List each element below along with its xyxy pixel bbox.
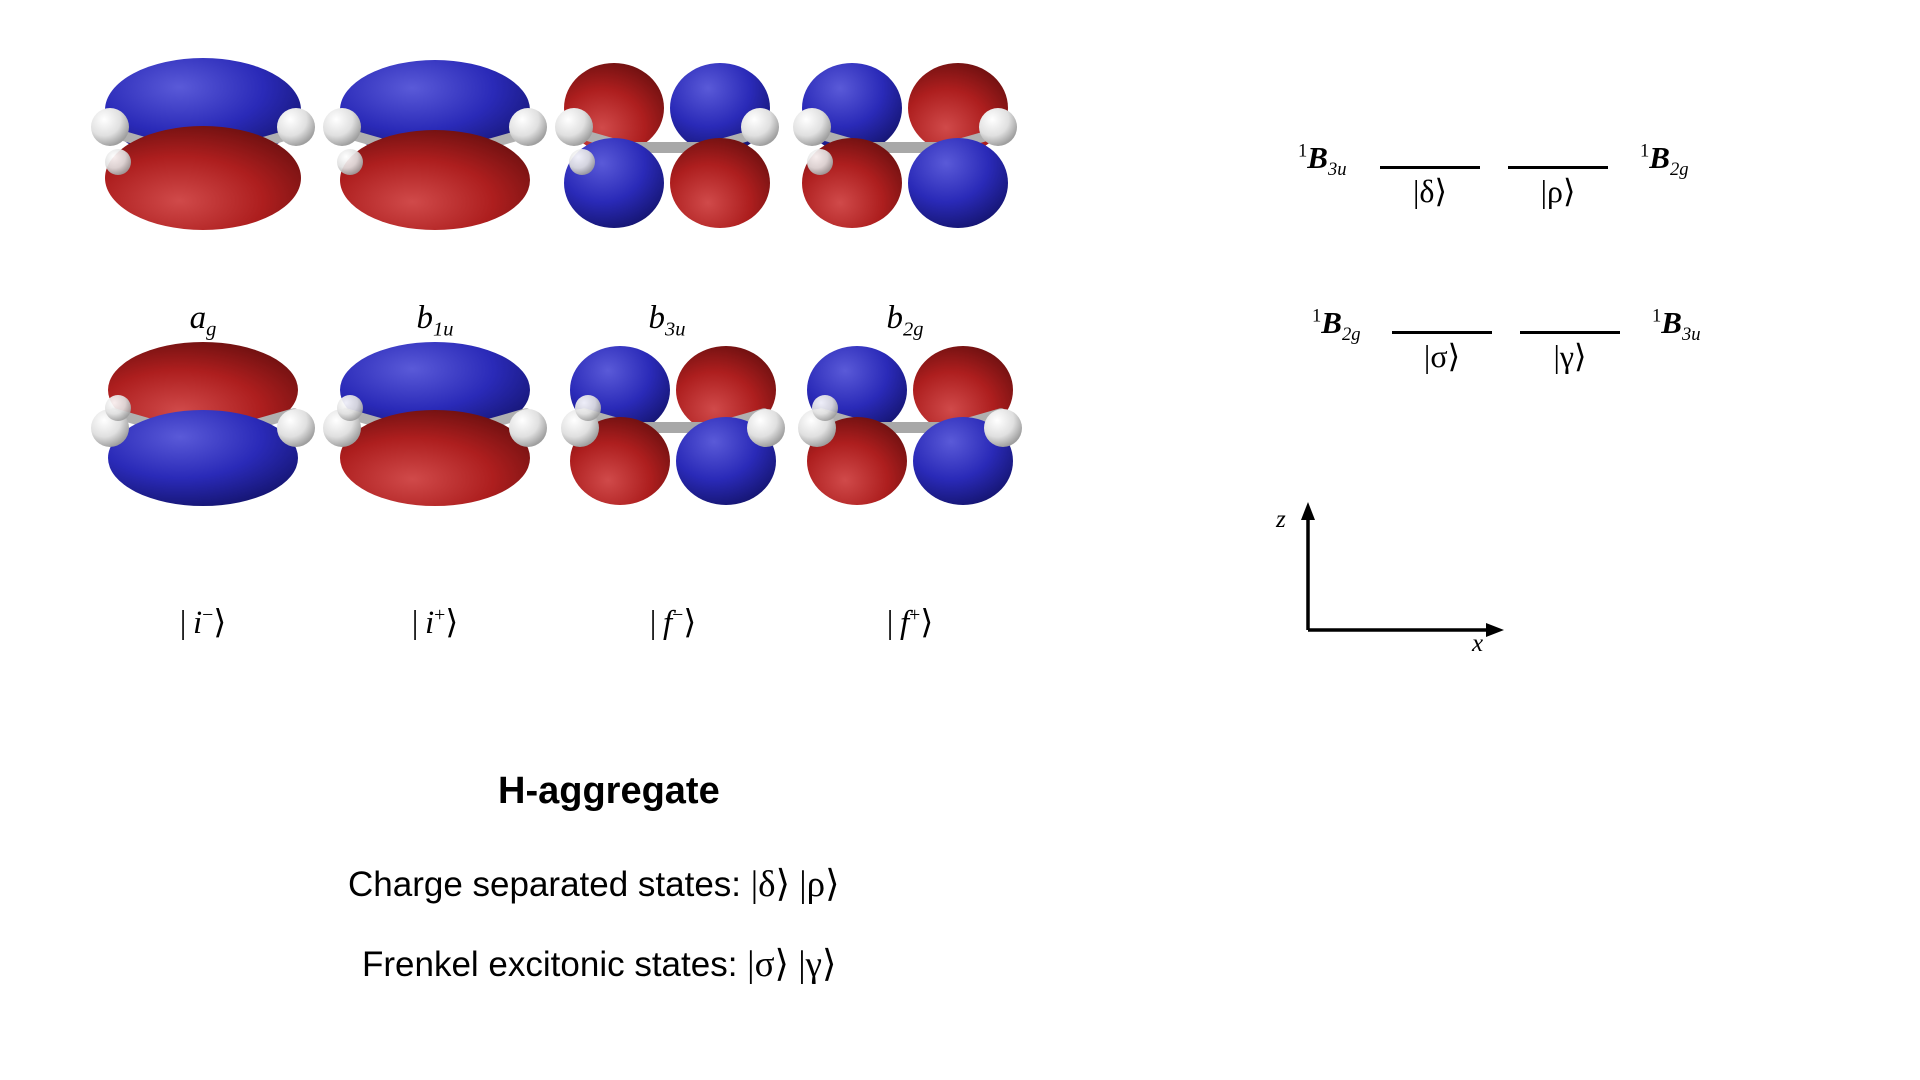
axis-indicator: z x — [1276, 490, 1530, 657]
ket-i-minus-letter: i — [193, 605, 203, 641]
ket-f-minus-letter: f — [663, 605, 673, 641]
term-lower-right-sup: 1 — [1652, 305, 1662, 327]
term-upper-left-sup: 1 — [1298, 140, 1308, 162]
orbital-label-b2g-letter: b — [886, 300, 904, 336]
orbital-b3u — [552, 38, 782, 238]
ket-i-plus-letter: i — [425, 605, 435, 641]
term-lower-left-letter: B — [1321, 305, 1342, 340]
energy-ket-rho: |ρ⟩ — [1540, 173, 1576, 209]
orbital-label-b1u: b1u — [315, 300, 555, 342]
orbital-label-b3u-letter: b — [648, 300, 666, 336]
orbital-label-ag-sub: g — [206, 318, 217, 341]
ket-i-plus: | i+⟩ — [411, 604, 459, 641]
orbital-label-b3u: b3u — [547, 300, 787, 342]
orbital-label-i-minus: | i−⟩ — [83, 602, 323, 642]
orbital-label-b2g: b2g — [785, 300, 1025, 342]
orbital-label-i-plus: | i+⟩ — [315, 602, 555, 642]
orbital-label-f-plus: | f+⟩ — [790, 602, 1030, 642]
term-upper-right-letter: B — [1649, 140, 1670, 175]
legend-charge-separated-kets: |δ⟩ |ρ⟩ — [750, 864, 840, 905]
legend-charge-separated: Charge separated states: |δ⟩ |ρ⟩ — [348, 862, 840, 906]
orbital-label-ag-letter: a — [189, 300, 207, 336]
legend-charge-separated-text: Charge separated states: — [348, 865, 742, 904]
aggregate-title: H-aggregate — [498, 770, 720, 812]
term-lower-right-letter: B — [1661, 305, 1682, 340]
term-lower-right-sub: 3u — [1681, 324, 1701, 346]
ket-i-minus: | i−⟩ — [179, 604, 227, 641]
energy-ket-sigma: |σ⟩ — [1423, 338, 1461, 374]
legend-frenkel-excitonic-text: Frenkel excitonic states: — [362, 945, 738, 984]
legend-frenkel-excitonic-kets: |σ⟩ |γ⟩ — [747, 944, 837, 985]
orbital-label-f-minus: | f−⟩ — [553, 602, 793, 642]
energy-term-upper-right: 1B2g — [1640, 140, 1689, 181]
ket-f-plus-sign: + — [909, 604, 921, 626]
orbital-label-b2g-sub: 2g — [903, 318, 924, 341]
term-upper-right-sup: 1 — [1640, 140, 1650, 162]
axis-label-x: x — [1472, 630, 1484, 657]
orbital-b2g — [790, 38, 1020, 238]
term-upper-left-letter: B — [1307, 140, 1328, 175]
orbital-f-minus — [558, 328, 788, 528]
orbital-b1u — [320, 38, 550, 238]
axis-label-z: z — [1276, 506, 1286, 533]
orbital-i-minus — [88, 328, 318, 528]
ket-f-minus-sign: − — [672, 604, 684, 626]
energy-ket-gamma: |γ⟩ — [1553, 338, 1587, 374]
term-lower-left-sup: 1 — [1312, 305, 1322, 327]
energy-ket-delta: |δ⟩ — [1413, 173, 1447, 209]
orbital-ag — [88, 38, 318, 238]
orbital-f-plus — [795, 328, 1025, 528]
orbital-label-ag: ag — [83, 300, 323, 342]
energy-term-lower-left: 1B2g — [1312, 305, 1361, 346]
ket-f-plus-letter: f — [900, 605, 910, 641]
energy-level-line-delta — [1380, 166, 1480, 169]
term-upper-right-sub: 2g — [1669, 159, 1689, 181]
energy-term-upper-left: 1B3u — [1298, 140, 1347, 181]
orbital-label-b1u-letter: b — [416, 300, 434, 336]
legend-frenkel-excitonic: Frenkel excitonic states: |σ⟩ |γ⟩ — [362, 942, 836, 986]
energy-level-line-sigma — [1392, 331, 1492, 334]
orbital-i-plus — [320, 328, 550, 528]
ket-f-minus: | f−⟩ — [649, 604, 697, 641]
ket-f-plus: | f+⟩ — [886, 604, 934, 641]
orbital-label-b3u-sub: 3u — [665, 318, 686, 341]
term-upper-left-sub: 3u — [1327, 159, 1347, 181]
energy-term-lower-right: 1B3u — [1652, 305, 1701, 346]
energy-level-line-rho — [1508, 166, 1608, 169]
ket-i-plus-sign: + — [434, 604, 446, 626]
energy-level-line-gamma — [1520, 331, 1620, 334]
orbital-label-b1u-sub: 1u — [433, 318, 454, 341]
ket-i-minus-sign: − — [202, 604, 214, 626]
term-lower-left-sub: 2g — [1341, 324, 1361, 346]
